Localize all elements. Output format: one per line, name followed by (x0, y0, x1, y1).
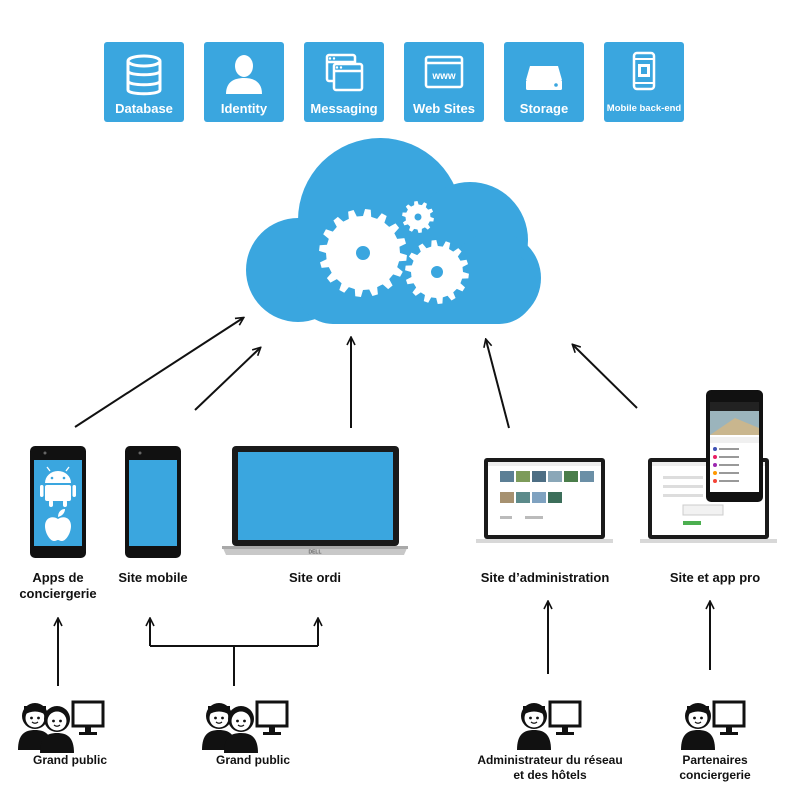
apple-icon (45, 509, 71, 541)
arrow-pro-to-cloud (573, 345, 638, 409)
user-label-line: et des hôtels (513, 768, 587, 782)
device-label-line: Apps de (32, 570, 84, 585)
device-label-site-mobile: Site mobile (118, 570, 188, 585)
laptop-brand: DELL (308, 550, 321, 556)
laptop-site-ordi-device (222, 446, 408, 555)
laptop-admin-device (476, 458, 613, 543)
storage-icon (526, 66, 562, 90)
user-pair-computer-icon (202, 700, 289, 753)
user-label-line: conciergerie (679, 768, 751, 782)
users-layer (18, 700, 746, 753)
service-tile-web-sites: www Web Sites (404, 42, 484, 122)
user-label-line: Partenaires (682, 753, 748, 767)
arrow-mobile-to-cloud (194, 348, 260, 411)
gear-icon (319, 209, 407, 297)
bracket-user-to-mobile-and-desktop (150, 645, 318, 686)
gears-icon (319, 201, 469, 304)
device-label-pro: Site et app pro (669, 570, 761, 585)
gear-icon (405, 240, 469, 304)
device-label-site-ordi: Site ordi (288, 570, 341, 585)
user-label-grand-public-1: Grand public (32, 753, 107, 767)
user-pair-computer-icon (18, 700, 105, 753)
device-label-admin: Site d’administration (480, 570, 610, 585)
service-label: Database (115, 101, 173, 116)
service-tile-identity: Identity (204, 42, 284, 122)
mobile-backend-icon (632, 51, 656, 91)
user-label-admin: Administrateur du réseau et des hôtels (460, 753, 640, 783)
smartphone-pro-device (706, 390, 763, 502)
user-computer-icon (517, 700, 582, 750)
service-label: Messaging (310, 101, 378, 116)
user-computer-icon (681, 700, 746, 750)
arrow-apps-to-cloud (74, 318, 243, 428)
device-label-line: conciergerie (19, 586, 97, 601)
svg-text:www: www (431, 71, 456, 82)
user-label-grand-public-2: Grand public (215, 753, 290, 767)
gear-icon (402, 201, 434, 233)
arrow-admin-to-cloud (486, 340, 510, 429)
service-tile-storage: Storage (504, 42, 584, 122)
service-tile-database: Database (104, 42, 184, 122)
user-label-line: Administrateur du réseau (477, 753, 623, 767)
service-label: Mobile back-end (606, 103, 682, 114)
service-tile-mobile-backend: Mobile back-end (604, 42, 684, 122)
service-tile-messaging: Messaging (304, 42, 384, 122)
service-label: Web Sites (413, 101, 475, 116)
admin-photo-grid (500, 471, 594, 519)
identity-icon (226, 55, 262, 94)
service-label: Storage (519, 101, 569, 116)
device-label-apps: Apps de conciergerie (8, 570, 108, 602)
user-label-partners: Partenaires conciergerie (660, 753, 770, 783)
service-label: Identity (220, 101, 268, 116)
messaging-icon (325, 53, 364, 92)
android-icon (40, 466, 76, 507)
database-icon (126, 54, 162, 96)
smartphone-apps-device (30, 446, 86, 558)
web-sites-icon: www (424, 55, 464, 89)
smartphone-site-mobile-device (125, 446, 181, 558)
